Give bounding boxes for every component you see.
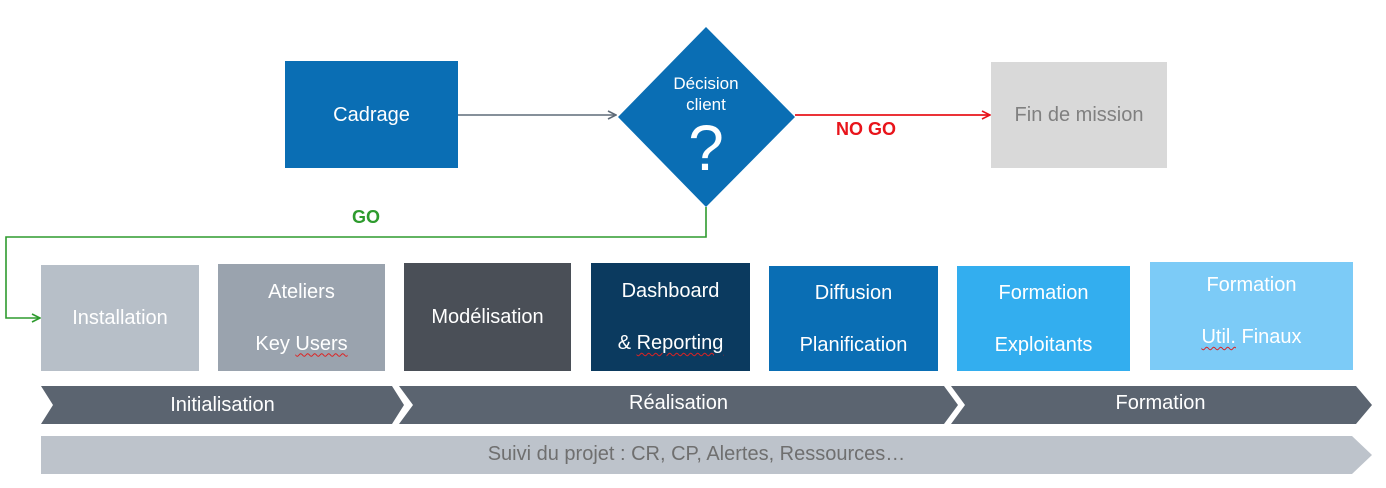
phase-realisation-label: Réalisation — [629, 392, 728, 414]
step-modelisation-label: Modélisation — [431, 306, 544, 328]
decision-text: Décision client ? — [640, 73, 772, 184]
step-dashboard-line1: Dashboard — [621, 280, 720, 302]
step-formation-exploitants-line2: Exploitants — [994, 333, 1093, 356]
fin-de-mission-label: Fin de mission — [1014, 104, 1144, 126]
cadrage-label: Cadrage — [333, 103, 410, 126]
step-ateliers-key-users: Ateliers Key Users — [218, 264, 385, 371]
phase-chevron-formation — [951, 386, 1372, 424]
cadrage-box: Cadrage — [285, 61, 458, 168]
step-modelisation: Modélisation — [404, 263, 571, 371]
arrow-go — [5, 207, 707, 318]
phase-chevron-initialisation — [41, 386, 404, 424]
step-formation-finaux-line1: Formation — [1206, 274, 1297, 296]
fin-de-mission-box: Fin de mission — [991, 62, 1167, 168]
phase-initialisation-label: Initialisation — [170, 394, 275, 416]
step-ateliers-line2: Key Users — [255, 332, 348, 355]
step-ateliers-line1: Ateliers — [268, 280, 335, 303]
decision-line1: Décision — [673, 74, 739, 93]
suivi-band — [41, 436, 1372, 474]
step-formation-finaux: Formation Util. Finaux — [1150, 262, 1353, 370]
step-diffusion-line2: Planification — [799, 333, 908, 356]
step-diffusion-line1: Diffusion — [814, 281, 893, 304]
go-label: GO — [352, 207, 381, 227]
step-formation-finaux-line2: Util. Finaux — [1201, 326, 1302, 348]
step-formation-exploitants-line1: Formation — [998, 281, 1089, 304]
phase-formation-label: Formation — [1115, 392, 1206, 414]
suivi-label: Suivi du projet : CR, CP, Alertes, Resso… — [487, 443, 906, 465]
step-installation: Installation — [41, 265, 199, 371]
decision-line2: client — [686, 95, 726, 114]
phase-chevron-realisation — [399, 386, 958, 424]
step-dashboard-reporting: Dashboard & Reporting — [591, 263, 750, 371]
step-dashboard-line2: & Reporting — [617, 332, 724, 354]
step-installation-label: Installation — [72, 307, 168, 329]
question-mark-icon: ? — [688, 112, 724, 184]
step-diffusion-planification: Diffusion Planification — [769, 266, 938, 371]
step-formation-exploitants: Formation Exploitants — [957, 266, 1130, 371]
no-go-label: NO GO — [836, 119, 897, 139]
decision-diamond — [618, 27, 795, 207]
